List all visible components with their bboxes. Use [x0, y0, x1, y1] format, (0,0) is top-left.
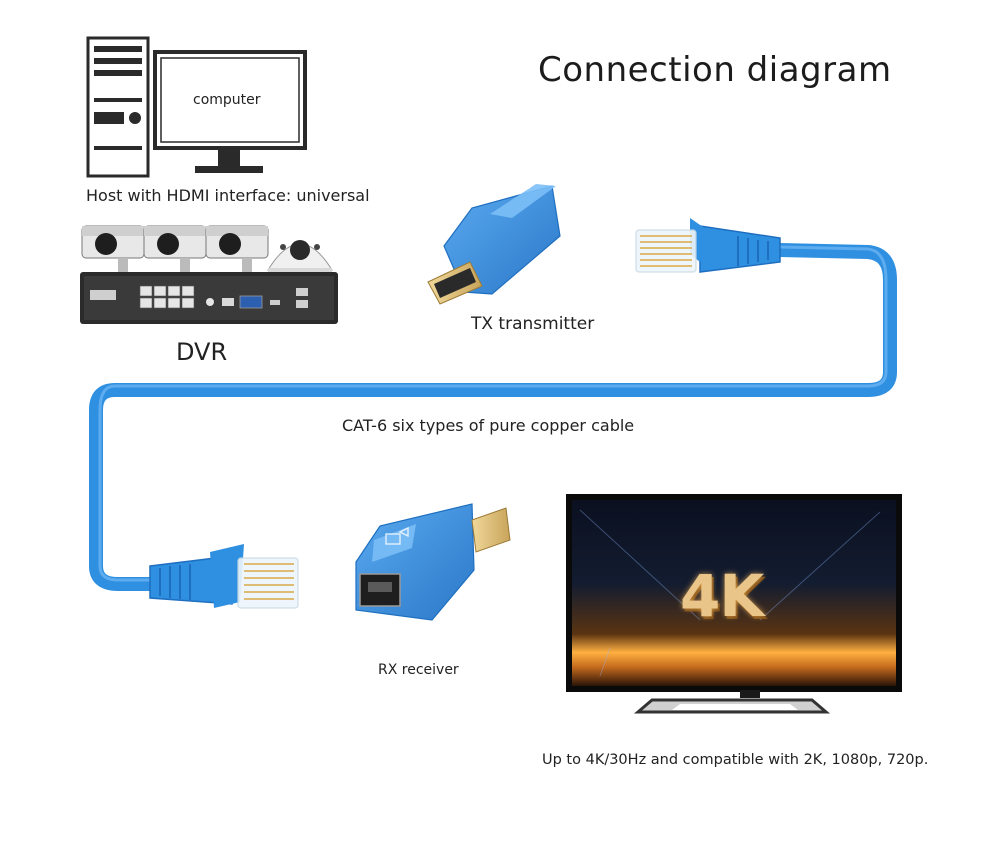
computer-monitor-icon	[153, 50, 307, 173]
rx-receiver-icon	[355, 503, 511, 621]
tx-label: TX transmitter	[471, 314, 595, 334]
dome-camera-icon	[267, 240, 333, 274]
cable-label: CAT-6 six types of pure copper cable	[342, 416, 635, 435]
host-label: Host with HDMI interface: universal	[86, 186, 370, 205]
dvr-recorder-icon	[80, 272, 338, 324]
computer-tower-icon	[86, 36, 150, 178]
diagram-title: Connection diagram	[538, 50, 892, 90]
tv-icon	[566, 494, 902, 714]
tv-4k-badge: 4K	[680, 562, 764, 630]
cat6-cable	[89, 243, 897, 591]
bullet-camera-icon	[143, 225, 207, 272]
rj45-plug-top-icon	[635, 218, 781, 273]
compatibility-label: Up to 4K/30Hz and compatible with 2K, 10…	[542, 752, 929, 768]
dvr-label: DVR	[176, 338, 228, 366]
rx-label: RX receiver	[378, 662, 459, 678]
bullet-camera-icon	[81, 225, 145, 272]
bullet-camera-icon	[205, 225, 269, 272]
tx-transmitter-icon	[427, 171, 561, 305]
computer-label: computer	[193, 92, 261, 108]
rj45-plug-bottom-icon	[149, 544, 299, 609]
